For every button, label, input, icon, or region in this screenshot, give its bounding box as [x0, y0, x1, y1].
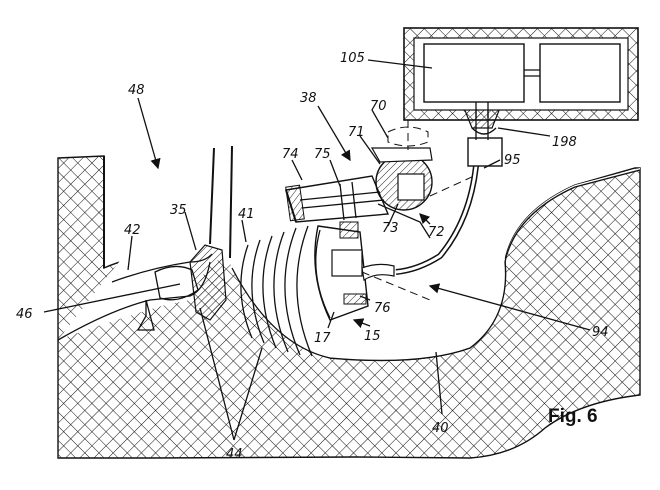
ref-105: 105	[340, 51, 365, 66]
ref-42: 42	[124, 223, 141, 238]
ref-72: 72	[428, 225, 445, 240]
figure-caption: Fig. 6	[548, 406, 598, 427]
ref-73: 73	[382, 221, 399, 236]
leader-lines	[43, 59, 591, 441]
dashed-link	[429, 175, 475, 197]
ref-15: 15	[364, 329, 381, 344]
ref-38: 38	[300, 91, 317, 106]
canal-wall	[229, 145, 233, 259]
ref-94: 94	[592, 325, 609, 340]
ossicle	[154, 265, 199, 301]
stapes	[136, 299, 155, 331]
tube-stub	[361, 263, 395, 282]
outer-ear-wall-right	[209, 147, 215, 245]
housing-38	[285, 120, 433, 239]
ref-48: 48	[128, 83, 145, 98]
ref-74: 74	[282, 147, 299, 162]
ref-71: 71	[348, 125, 365, 140]
ref-17: 17	[314, 331, 331, 346]
electronics-unit-105	[403, 27, 639, 121]
ref-41: 41	[238, 207, 255, 222]
ref-46: 46	[16, 307, 33, 322]
ref-198: 198	[552, 135, 577, 150]
transducer-15	[314, 221, 369, 321]
ref-44: 44	[226, 447, 243, 462]
tympanic-structure	[189, 244, 227, 321]
ref-76: 76	[374, 301, 391, 316]
sound-waves	[240, 225, 313, 357]
ref-70: 70	[370, 99, 387, 114]
ref-40: 40	[432, 421, 449, 436]
ref-35: 35	[170, 203, 187, 218]
ref-95: 95	[504, 153, 521, 168]
ref-75: 75	[314, 147, 331, 162]
